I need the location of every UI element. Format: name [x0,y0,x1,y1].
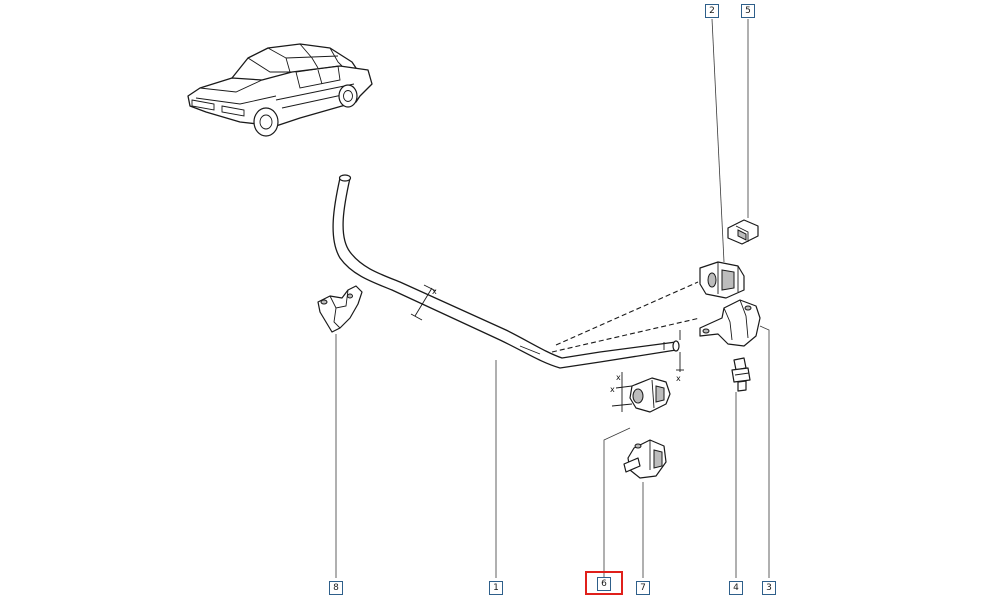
leader-2 [711,18,725,263]
callout-3[interactable]: 3 [762,581,776,595]
svg-text:x: x [432,287,437,296]
part-8-bracket [317,285,363,333]
dimension-part-6: x x [610,372,633,412]
car-illustration [187,43,373,137]
svg-text:x: x [616,373,621,382]
dimension-bar-end: x [676,330,684,383]
leader-3 [759,325,770,578]
stabilizer-bar [332,174,680,369]
callout-6[interactable]: 6 [597,577,611,591]
part-7-bracket [623,439,667,479]
callout-5[interactable]: 5 [741,4,755,18]
assembly-line-bushing [555,281,699,346]
leader-6 [603,427,631,578]
callout-2[interactable]: 2 [705,4,719,18]
callout-7[interactable]: 7 [636,581,650,595]
callout-8[interactable]: 8 [329,581,343,595]
svg-text:x: x [676,374,681,383]
part-6-bushing [629,377,671,413]
callout-1[interactable]: 1 [489,581,503,595]
svg-text:x: x [610,385,615,394]
dimension-bar-upper: x [410,284,437,321]
part-4-bolt [731,357,751,392]
part-3-clamp [699,299,761,347]
assembly-line-clamp [551,317,701,353]
highlight-frame-6 [585,571,623,595]
part-2-bushing [699,261,745,299]
part-5-clip [727,219,759,245]
callout-4[interactable]: 4 [729,581,743,595]
